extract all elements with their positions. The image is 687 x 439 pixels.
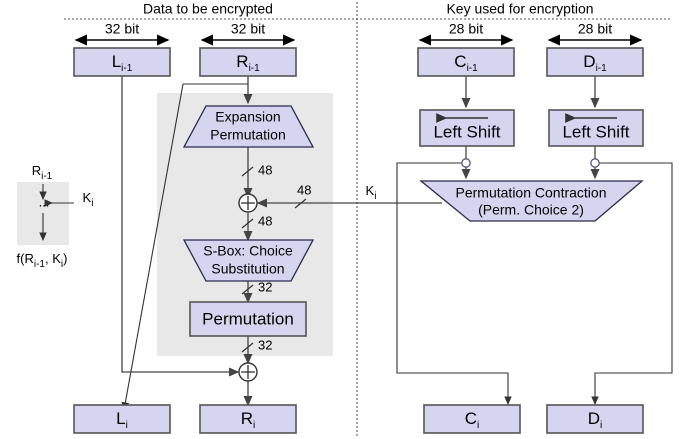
box-r-prev-label: Ri-1 [236, 52, 260, 73]
perm-contraction-line1: Permutation Contraction [456, 185, 607, 201]
box-r-prev[interactable] [199, 47, 297, 77]
sbox-line2: Substitution [211, 261, 284, 277]
box-left-shift-d[interactable] [548, 109, 644, 147]
box-l-next[interactable] [73, 404, 171, 434]
tap-junction-d [590, 158, 600, 168]
legend-bottom-label: f(Ri-1, Ki) [17, 251, 68, 269]
legend-key-label: Ki [83, 190, 94, 208]
tap-junction-c [461, 158, 471, 168]
sbox-line1: S-Box: Choice [203, 243, 293, 259]
box-l-next-label: Li [116, 409, 128, 430]
wire-lprev-to-xor [121, 76, 240, 377]
trapezoid-permutation-contraction[interactable] [419, 180, 644, 222]
box-permutation-label: Permutation [202, 309, 294, 328]
slash-perm-out [241, 342, 254, 353]
wire-tapc-to-cnext [396, 162, 512, 406]
bitlabel-key-in: 48 [297, 182, 311, 197]
header-left: Data to be encrypted [143, 1, 273, 17]
box-left-shift-d-label: Left Shift [562, 122, 629, 141]
box-d-next[interactable] [546, 404, 644, 434]
box-d-next-label: Di [588, 409, 603, 430]
key-label: Ki [366, 183, 377, 201]
box-left-shift-c[interactable] [419, 109, 515, 147]
width-label-l: 32 bit [105, 21, 139, 37]
box-left-shift-c-label: Left Shift [433, 122, 500, 141]
trapezoid-sbox[interactable] [182, 239, 315, 282]
wire-tapd-to-dnext [591, 162, 673, 406]
box-c-prev-label: Ci-1 [454, 52, 478, 73]
box-d-prev-label: Di-1 [583, 52, 607, 73]
bitlabel-perm-out: 32 [258, 337, 272, 352]
bitlabel-sbox-out: 32 [258, 279, 272, 294]
expansion-line1: Expansion [215, 109, 280, 125]
bitlabel-expansion-out: 48 [258, 162, 272, 177]
slash-xor-out [241, 218, 254, 229]
box-c-prev[interactable] [417, 47, 515, 77]
box-r-next[interactable] [199, 404, 297, 434]
width-label-c: 28 bit [449, 21, 483, 37]
box-l-prev-label: Li-1 [112, 52, 133, 73]
box-c-next[interactable] [423, 404, 521, 434]
box-l-prev[interactable] [73, 47, 171, 77]
wire-rprev-diagonal-to-lnext [121, 83, 184, 412]
box-d-prev[interactable] [546, 47, 644, 77]
header-right: Key used for encryption [446, 1, 593, 17]
trapezoid-expansion-permutation[interactable] [182, 105, 315, 148]
width-label-r: 32 bit [231, 21, 265, 37]
box-permutation[interactable] [189, 301, 307, 337]
slash-key-in [294, 198, 307, 209]
slash-expansion-out [241, 166, 254, 177]
width-label-d: 28 bit [578, 21, 612, 37]
perm-contraction-line2: (Perm. Choice 2) [478, 202, 584, 218]
box-r-next-label: Ri [241, 409, 256, 430]
box-c-next-label: Ci [465, 409, 480, 430]
slash-sbox-out [241, 284, 254, 295]
expansion-line2: Permutation [210, 127, 285, 143]
legend-top-label: Ri-1 [32, 163, 53, 181]
bitlabel-xor-out: 48 [258, 213, 272, 228]
legend-dots: ... [39, 194, 50, 209]
